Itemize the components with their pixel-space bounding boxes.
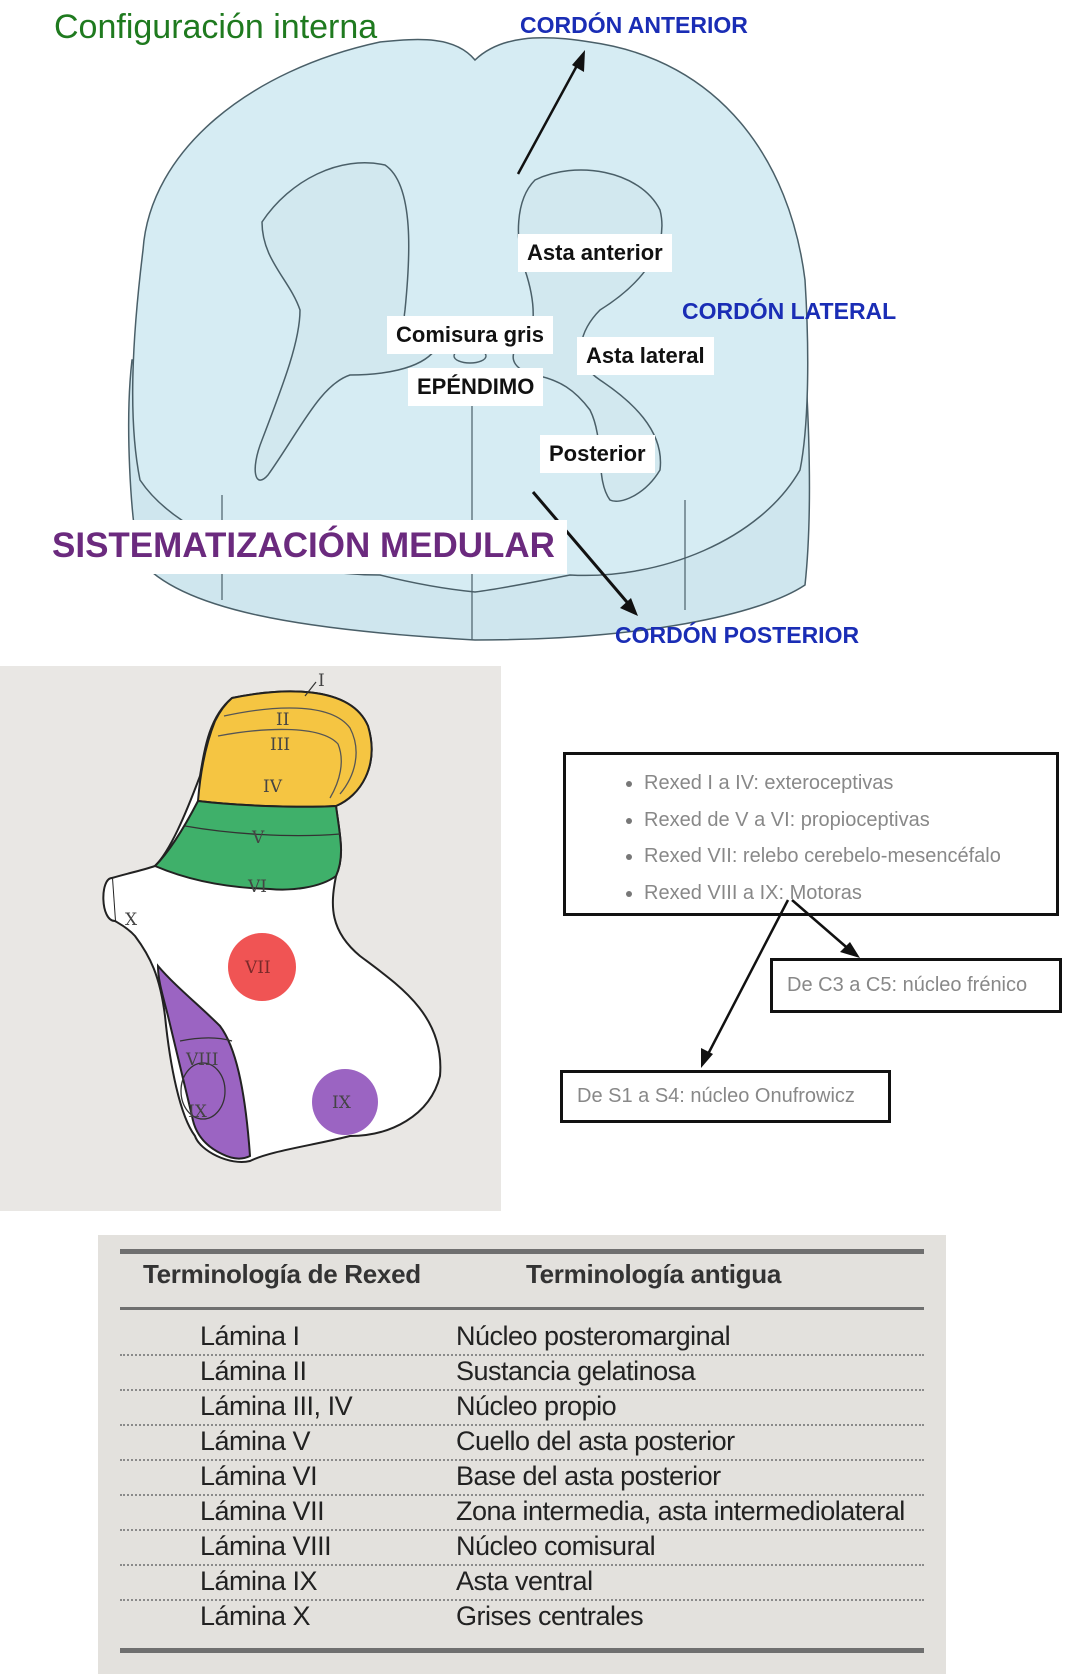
table-cell: Lámina VIII xyxy=(200,1531,332,1561)
lamina-label-vii: VII xyxy=(244,958,271,978)
arrow-to-s1s4 xyxy=(704,899,790,1059)
table-row: Lámina V Cuello del asta posterior xyxy=(120,1424,924,1461)
table-row: Lámina I Núcleo posteromarginal xyxy=(120,1319,924,1356)
arrow-anterior-head xyxy=(572,50,585,72)
table-cell: Lámina III, IV xyxy=(200,1391,353,1421)
lamina-label-vi: VI xyxy=(247,877,267,897)
lamina-label-iv: IV xyxy=(263,777,283,797)
arrow-posterior-head xyxy=(620,598,638,616)
list-item: Rexed I a IV: exteroceptivas xyxy=(644,765,1056,802)
table-cell: Asta ventral xyxy=(456,1566,593,1596)
table-row: Lámina VIII Núcleo comisural xyxy=(120,1529,924,1566)
table-row: Lámina VII Zona intermedia, asta intermed… xyxy=(120,1494,924,1531)
arrow-to-c3c5-head xyxy=(840,942,860,958)
lamina-viii-ix-region xyxy=(156,963,252,1160)
table-rule xyxy=(120,1249,924,1254)
note-c3-c5: De C3 a C5: núcleo frénico xyxy=(770,958,1062,1013)
table-cell: Núcleo propio xyxy=(456,1391,617,1421)
table-cell: Lámina II xyxy=(200,1356,307,1386)
label-ependimo: EPÉNDIMO xyxy=(408,368,544,406)
table-cell: Grises centrales xyxy=(456,1601,644,1631)
table-row: Lámina VI Base del asta posterior xyxy=(120,1459,924,1496)
note-s1-s4: De S1 a S4: núcleo Onufrowicz xyxy=(560,1070,891,1123)
list-item: Rexed VIII a IX: Motoras xyxy=(644,875,1056,912)
lamina-x-protrusion xyxy=(102,877,116,922)
lamina-boundary xyxy=(223,707,357,795)
lamina-label-viii: VIII xyxy=(185,1050,218,1070)
table-cell: Sustancia gelatinosa xyxy=(456,1356,696,1386)
terminology-table: Terminología de Rexed Terminología antig… xyxy=(98,1235,946,1674)
lamina-label-ix-lateral: IX xyxy=(332,1093,352,1113)
lamina-label-iii: III xyxy=(270,735,290,755)
table-rule xyxy=(120,1307,924,1310)
label-cordon-anterior: CORDÓN ANTERIOR xyxy=(520,12,748,38)
rexed-function-list: Rexed I a IV: exteroceptivas Rexed de V … xyxy=(563,752,1059,916)
table-rule xyxy=(120,1648,924,1653)
table-cell: Cuello del asta posterior xyxy=(456,1426,735,1456)
lamina-label-x: X xyxy=(125,910,138,930)
lamina-boundary xyxy=(184,825,341,837)
arrow-to-s1s4-head xyxy=(701,1048,713,1068)
label-cordon-posterior: CORDÓN POSTERIOR xyxy=(615,622,860,648)
lamina-label-i: I xyxy=(318,671,325,691)
lamina-label-ii: II xyxy=(276,710,289,730)
table-cell: Lámina IX xyxy=(200,1566,318,1596)
lamina-ix-medial-outline xyxy=(180,1062,226,1120)
table-row: Lámina X Grises centrales xyxy=(120,1599,924,1634)
arrow-anterior xyxy=(516,59,582,175)
section-title: SISTEMATIZACIÓN MEDULAR xyxy=(46,520,567,574)
table-cell: Base del asta posterior xyxy=(456,1461,721,1491)
list-item: Rexed de V a VI: propioceptivas xyxy=(644,802,1056,839)
lamina-vii-circle xyxy=(228,933,296,1001)
table-cell: Núcleo comisural xyxy=(456,1531,656,1561)
label-asta-anterior: Asta anterior xyxy=(518,234,672,272)
table-cell: Lámina V xyxy=(200,1426,311,1456)
page-title: Configuración interna xyxy=(54,8,378,46)
rexed-laminae-figure: I II III IV V VI VII VIII IX IX X xyxy=(0,666,501,1211)
gray-matter-left xyxy=(254,162,437,481)
list-item: Rexed VII: relebo cerebelo-mesencéfalo xyxy=(644,838,1056,875)
lamina-label-v: V xyxy=(251,828,265,848)
arrow-to-c3c5 xyxy=(791,899,853,953)
lamina-ix-lateral-circle xyxy=(312,1069,378,1135)
table-header-rexed: Terminología de Rexed xyxy=(143,1259,421,1289)
table-cell: Lámina I xyxy=(200,1321,300,1351)
table-row: Lámina III, IV Núcleo propio xyxy=(120,1389,924,1426)
table-cell: Zona intermedia, asta intermediolateral xyxy=(456,1496,905,1526)
table-cell: Núcleo posteromarginal xyxy=(456,1321,731,1351)
table-cell: Lámina VII xyxy=(200,1496,325,1526)
lamina-label-ix-medial: IX xyxy=(188,1102,208,1122)
table-cell: Lámina VI xyxy=(200,1461,318,1491)
label-comisura-gris: Comisura gris xyxy=(387,316,553,354)
lamina-boundary xyxy=(179,1037,233,1042)
table-row: Lámina IX Asta ventral xyxy=(120,1564,924,1601)
rexed-laminae-svg: I II III IV V VI VII VIII IX IX X xyxy=(102,671,442,1163)
lamina-i-pointer xyxy=(304,681,317,697)
arrow-posterior xyxy=(531,491,634,609)
label-asta-lateral: Asta lateral xyxy=(577,337,714,375)
table-header-antigua: Terminología antigua xyxy=(526,1259,781,1289)
lamina-v-vi-region xyxy=(153,799,343,891)
label-cordon-lateral: CORDÓN LATERAL xyxy=(682,298,897,324)
table-cell: Lámina X xyxy=(200,1601,311,1631)
table-row: Lámina II Sustancia gelatinosa xyxy=(120,1354,924,1391)
label-posterior: Posterior xyxy=(540,435,655,473)
lamina-boundary xyxy=(217,728,342,799)
